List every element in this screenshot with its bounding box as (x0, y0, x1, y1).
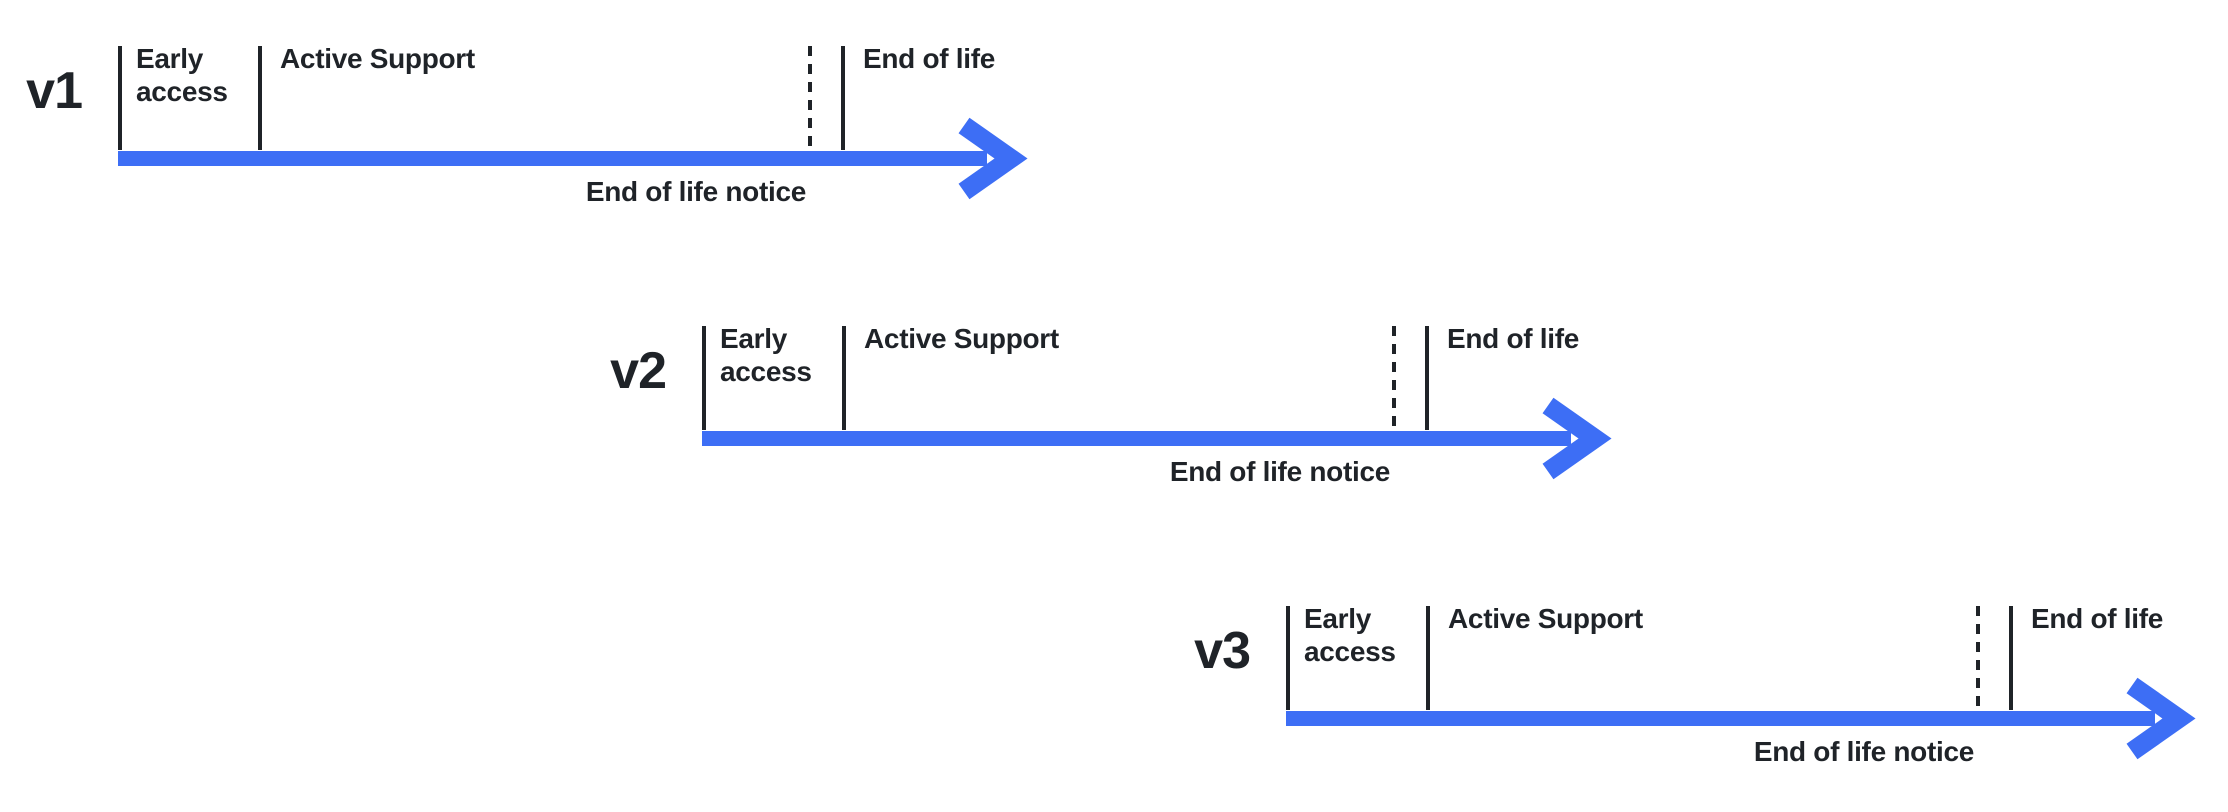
end-of-life-notice-label: End of life notice (585, 176, 806, 207)
end-of-life-notice-label: End of life notice (1753, 736, 1974, 767)
end-of-life-notice-dashed-line (1976, 606, 1980, 706)
end-of-life-tick (2009, 606, 2013, 710)
early-access-start-tick (118, 46, 122, 150)
end-of-life-tick (841, 46, 845, 150)
timeline-v1: v1 Early access Active Support End of li… (26, 43, 1058, 286)
timeline-v2: v2 Early access Active Support End of li… (610, 323, 1642, 566)
timeline-v3: v3 Early access Active Support End of li… (1194, 603, 2226, 812)
early-access-label: Early access (720, 323, 812, 387)
early-access-label: Early access (1304, 603, 1396, 667)
end-of-life-label: End of life (863, 43, 996, 74)
end-of-life-notice-dashed-line (808, 46, 812, 146)
timeline-arrow (118, 117, 1028, 200)
active-support-start-tick (258, 46, 262, 150)
end-of-life-notice-label: End of life notice (1169, 456, 1390, 487)
version-label: v2 (610, 342, 667, 400)
version-label: v3 (1194, 622, 1251, 680)
active-support-label: Active Support (1448, 603, 1643, 634)
active-support-label: Active Support (864, 323, 1059, 354)
active-support-start-tick (842, 326, 846, 430)
end-of-life-tick (1425, 326, 1429, 430)
active-support-start-tick (1426, 606, 1430, 710)
end-of-life-label: End of life (2031, 603, 2164, 634)
early-access-start-tick (1286, 606, 1290, 710)
end-of-life-label: End of life (1447, 323, 1580, 354)
early-access-label: Early access (136, 43, 228, 107)
timeline-arrow (702, 397, 1612, 480)
active-support-label: Active Support (280, 43, 475, 74)
end-of-life-notice-dashed-line (1392, 326, 1396, 426)
early-access-start-tick (702, 326, 706, 430)
timeline-arrow (1286, 677, 2196, 760)
version-label: v1 (26, 62, 83, 120)
